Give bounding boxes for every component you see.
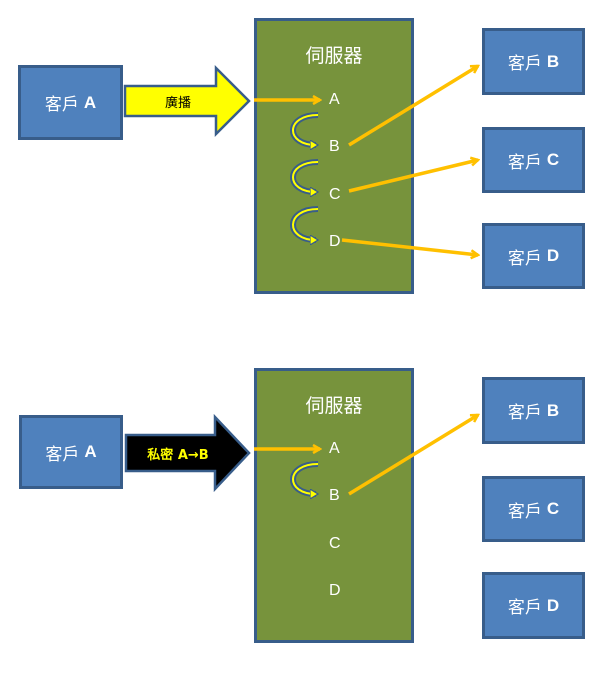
client-letter: B — [546, 51, 560, 71]
server-title: 伺服器 — [305, 45, 363, 67]
client-label: 客戶 — [45, 444, 80, 465]
broadcast-arrow-label: 廣播 — [128, 88, 228, 114]
client-label: 客戶 — [507, 501, 542, 522]
server-slot-b: B — [329, 487, 340, 504]
arrow-text: 私密 A→B — [147, 447, 209, 463]
client-letter: D — [546, 595, 560, 615]
client-letter: B — [546, 400, 560, 420]
client-letter: C — [546, 499, 560, 518]
server-slot-a: A — [329, 91, 340, 108]
client-label: 客戶 — [507, 152, 542, 173]
server-slot-d: D — [329, 582, 341, 599]
server: 伺服器 A B C D — [254, 18, 414, 294]
private-arrow-label: 私密 A→B — [128, 440, 228, 466]
server-slot-a: A — [329, 440, 340, 457]
client-letter: A — [83, 92, 97, 112]
server-slot-c: C — [329, 535, 341, 552]
client-label: 客戶 — [44, 95, 79, 115]
client-letter: C — [546, 150, 560, 169]
client-label: 客戶 — [507, 598, 542, 618]
server-slot-b: B — [329, 138, 340, 155]
server-slot-d: D — [329, 233, 341, 250]
arrow-text: 廣播 — [164, 95, 191, 111]
server-slot-c: C — [329, 186, 341, 203]
client-letter: A — [84, 442, 97, 461]
client-letter: D — [546, 246, 560, 265]
client-label: 客戶 — [507, 403, 542, 423]
client-label: 客戶 — [507, 248, 542, 269]
client-label: 客戶 — [507, 54, 542, 74]
server: 伺服器 A B C D — [254, 368, 414, 643]
server-title: 伺服器 — [305, 395, 363, 417]
